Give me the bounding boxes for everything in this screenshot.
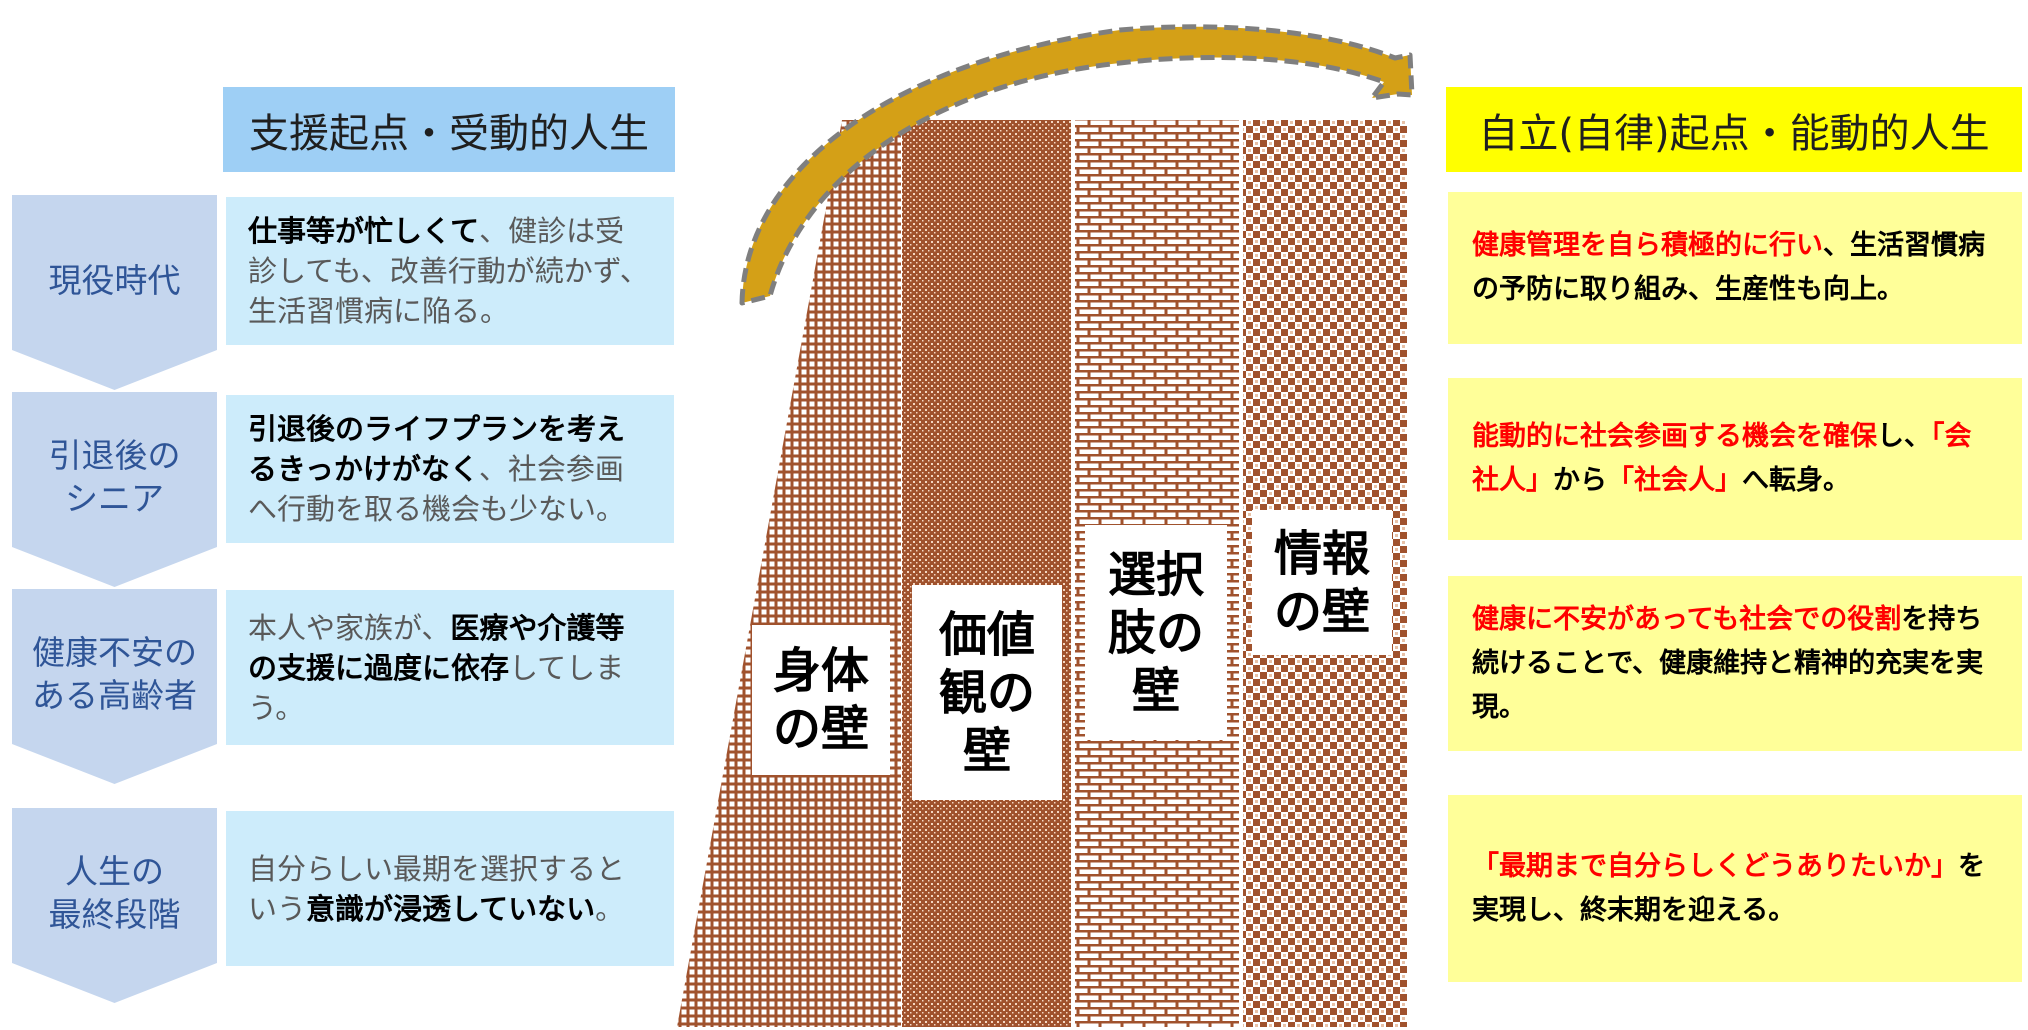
goal-segment: し、 — [1877, 421, 1931, 452]
goal-segment: 健康に不安があっても社会での役割 — [1472, 603, 1902, 635]
goal-segment: 、生活習慣病の予防に取り組み、生産性も向上。 — [1472, 230, 1985, 305]
goal-segment: を持ち続けることで、健康維持と精神的充実を実現。 — [1472, 603, 1984, 723]
wall-label-choices: 選択 肢の 壁 — [1085, 525, 1227, 740]
desc-segment: 、健診は受診しても、改善行動が続かず、生活習慣病に陥る。 — [248, 214, 649, 328]
passive-life-header: 支援起点・受動的人生 — [223, 87, 675, 172]
goal-retired: 能動的に社会参画する機会を確保し、「会社人」から「社会人」へ転身。 — [1448, 378, 2022, 540]
desc-final-stage: 自分らしい最期を選択するという意識が浸透していない。 — [226, 811, 674, 966]
desc-segment: してしまう。 — [248, 650, 625, 725]
goal-segment: 「最期まで自分らしくどうありたいか」 — [1472, 850, 1958, 882]
goal-segment: から — [1553, 465, 1607, 496]
stage-label-final-stage: 人生の 最終段階 — [48, 852, 181, 934]
goal-final-stage: 「最期まで自分らしくどうありたいか」を実現し、終末期を迎える。 — [1448, 795, 2022, 982]
goal-segment: へ転身。 — [1742, 465, 1850, 496]
stage-chevron — [12, 589, 217, 784]
desc-health-anxiety: 本人や家族が、医療や介護等の支援に過度に依存してしまう。 — [226, 590, 674, 745]
goal-working: 健康管理を自ら積極的に行い、生活習慣病の予防に取り組み、生産性も向上。 — [1448, 192, 2022, 344]
stage-chevron — [12, 808, 217, 1003]
wall-body — [677, 120, 901, 1027]
goal-health-anxiety: 健康に不安があっても社会での役割を持ち続けることで、健康維持と精神的充実を実現。 — [1448, 576, 2022, 751]
stage-label-working: 現役時代 — [48, 260, 181, 300]
desc-working: 仕事等が忙しくて、健診は受診しても、改善行動が続かず、生活習慣病に陥る。 — [226, 197, 674, 345]
curved-arrow-icon — [739, 24, 1415, 306]
desc-retired: 引退後のライフプランを考えるきっかけがなく、社会参画へ行動を取る機会も少ない。 — [226, 395, 674, 543]
wall-label-body: 身体 の壁 — [752, 625, 890, 775]
goal-segment: 能動的に社会参画する機会を確保 — [1472, 421, 1877, 452]
stage-chevrons — [12, 195, 217, 1003]
desc-segment: 本人や家族が、 — [248, 610, 451, 645]
desc-segment: 意識が浸透していない — [306, 891, 596, 926]
desc-segment: 引退後のライフプランを考えるきっかけがなく — [248, 412, 626, 486]
desc-segment: 仕事等が忙しくて — [248, 214, 480, 248]
stage-label-health-anxiety: 健康不安の ある高齢者 — [32, 633, 197, 715]
wall-values — [902, 120, 1071, 1027]
goal-segment: 健康管理を自ら積極的に行い — [1472, 230, 1823, 261]
stage-chevron — [12, 392, 217, 587]
desc-segment: 医療や介護等の支援に過度に依存 — [248, 610, 625, 685]
stage-label-retired: 引退後の シニア — [48, 436, 181, 518]
goal-segment: 「会社人」 — [1472, 421, 1972, 496]
stage-chevron — [12, 195, 217, 390]
desc-segment: 、社会参画へ行動を取る機会も少ない。 — [248, 452, 626, 526]
wall-label-values: 価値 観の 壁 — [912, 585, 1062, 800]
desc-segment: 自分らしい最期を選択するという — [248, 851, 626, 926]
wall-label-information: 情報 の壁 — [1252, 510, 1392, 655]
goal-segment: を実現し、終末期を迎える。 — [1472, 850, 1985, 926]
active-life-header: 自立(自律)起点・能動的人生 — [1446, 87, 2022, 172]
goal-segment: 「社会人」 — [1607, 465, 1742, 496]
desc-segment: 。 — [595, 891, 625, 926]
